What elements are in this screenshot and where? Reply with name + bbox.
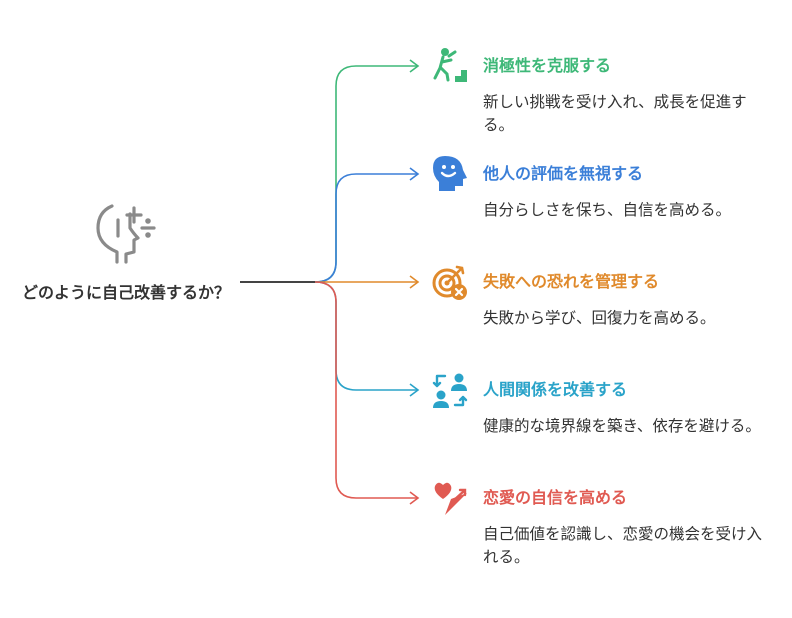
branch-2-description: 自分らしさを保ち、自信を高める。: [483, 201, 732, 219]
climbing-stairs-icon: [433, 48, 467, 82]
branch-3-description: 失敗から学び、回復力を高める。: [483, 309, 716, 327]
branch-1-description: 新しい挑戦を受け入れ、成長を促進する。: [483, 93, 747, 134]
smiling-head-icon: [433, 156, 467, 191]
head-thinking-icon: [96, 204, 156, 264]
arrowhead-branch-4: [409, 383, 420, 397]
branch-4-description: 健康的な境界線を築き、依存を避ける。: [483, 417, 761, 435]
arrowhead-branch-5: [409, 491, 420, 505]
connector-branch-5: [314, 281, 418, 499]
branch-1-title: 消極性を克服する: [483, 56, 612, 75]
arrowhead-branch-3: [409, 275, 420, 289]
target-cross-icon: [432, 265, 467, 300]
branch-5-description: 自己価値を認識し、恋愛の機会を受け入れる。: [483, 525, 763, 566]
connector-branch-4: [314, 281, 418, 391]
branch-2-title: 他人の評価を無視する: [483, 164, 644, 183]
branch-3-title: 失敗への恐れを管理する: [483, 272, 660, 291]
arrowhead-branch-2: [409, 167, 420, 181]
branch-4-title: 人間関係を改善する: [483, 380, 628, 399]
branch-5-title: 恋愛の自信を高める: [483, 488, 628, 507]
connector-branch-2: [314, 173, 418, 283]
heart-arrow-icon: [434, 482, 467, 515]
people-exchange-icon: [432, 373, 468, 408]
arrowhead-branch-1: [409, 59, 420, 73]
root-question: どのように自己改善するか？: [21, 283, 230, 302]
